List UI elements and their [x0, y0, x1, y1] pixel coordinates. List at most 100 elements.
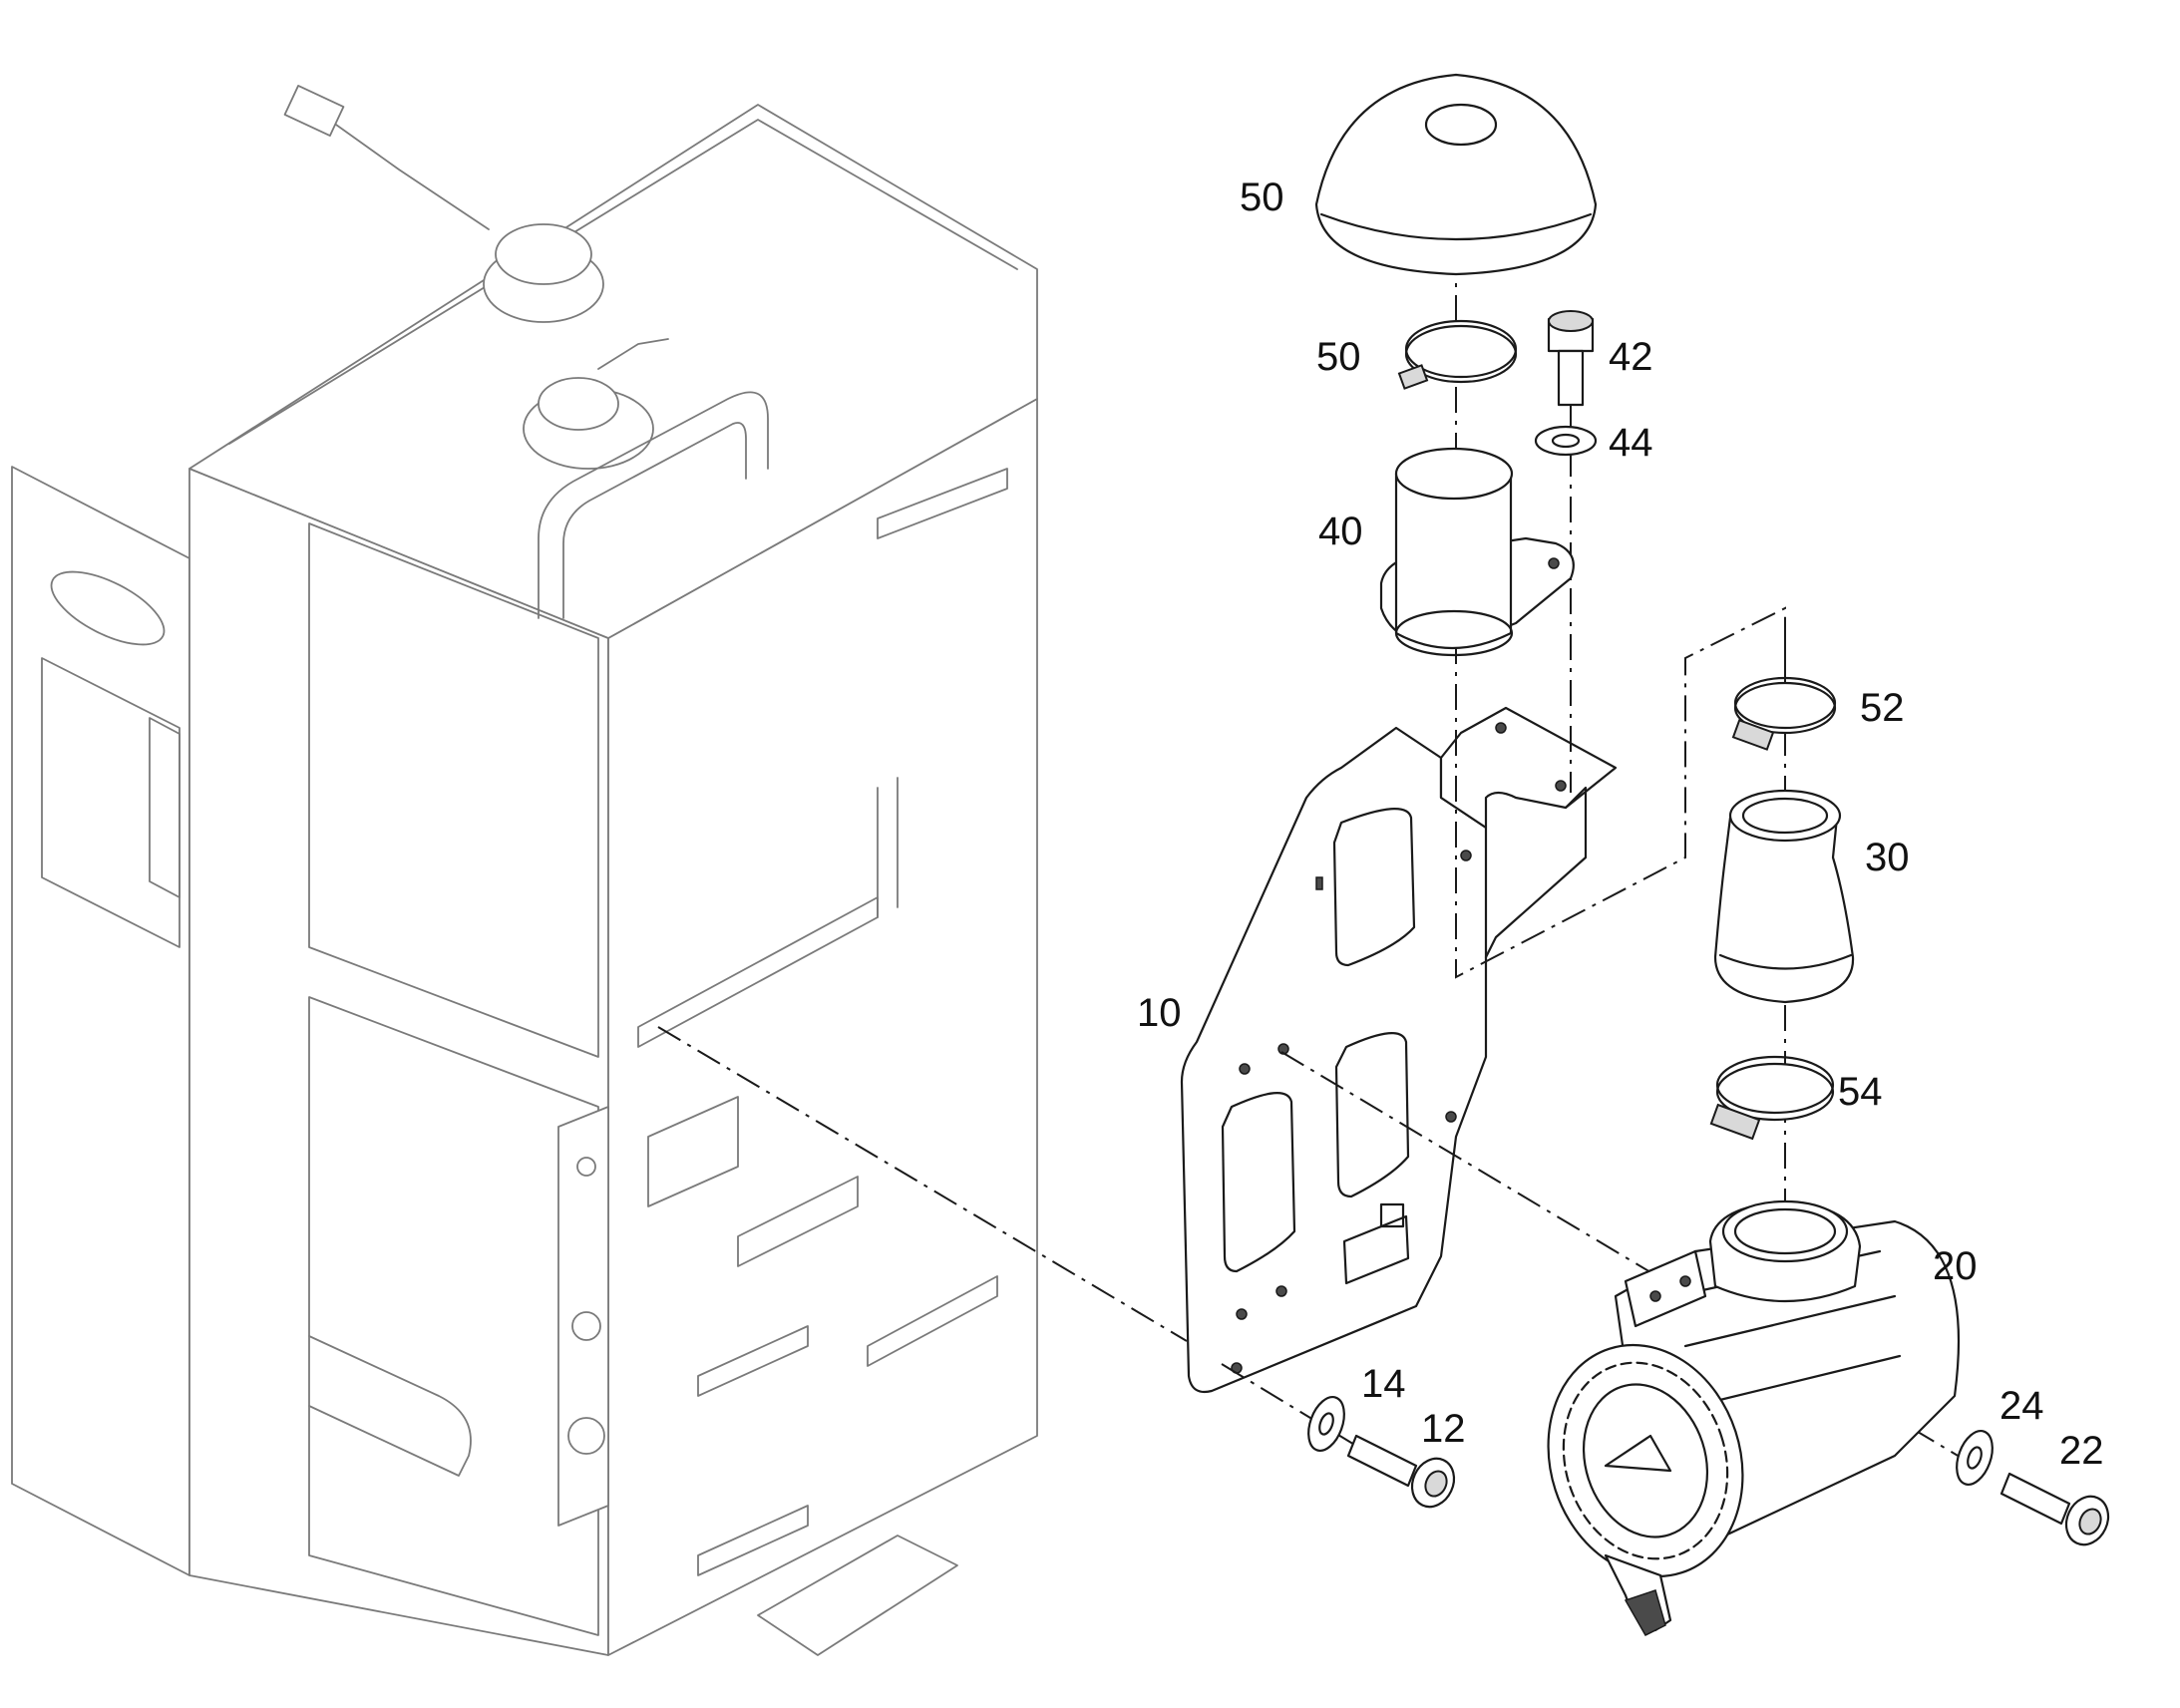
sender-unit-top	[495, 223, 592, 285]
rain-cap-body	[1314, 73, 1598, 276]
callout-air-filter: 20	[1933, 1244, 1978, 1288]
callout-washer-14: 14	[1361, 1362, 1406, 1406]
clamp-54-band-inner	[1715, 1055, 1835, 1115]
callout-mounting-plate: 10	[1137, 991, 1182, 1035]
bolt-12-shank	[1346, 1434, 1418, 1488]
bolt-12-socket	[1424, 1470, 1448, 1498]
axis-bracket-offset	[1455, 606, 1786, 979]
plate-window-upper-right	[1332, 808, 1416, 967]
plate-bracket-tab	[1439, 706, 1618, 830]
filter-arrow-symbol	[1604, 1434, 1672, 1473]
bolt-22-shank	[1999, 1472, 2071, 1526]
plate-window-middle-right	[1334, 1032, 1410, 1198]
callout-bolt-22: 22	[2059, 1429, 2104, 1473]
bolt-42-shank	[1557, 349, 1585, 407]
bolt-12	[1346, 1434, 1456, 1509]
washer-44	[1534, 425, 1598, 457]
tank-front-face	[188, 468, 609, 1656]
washer-24	[1956, 1430, 1994, 1486]
intake-pipe-bottom	[1394, 609, 1514, 657]
intake-pipe-40	[1379, 447, 1575, 657]
side-panel-oval-hole	[50, 570, 166, 646]
tank-bracket-block	[647, 1096, 739, 1207]
wire-connector	[283, 85, 345, 137]
intake-pipe-tube	[1394, 472, 1513, 650]
clamp-50-band-inner	[1404, 319, 1518, 379]
washer-44-inner	[1551, 433, 1581, 449]
clamp-50-screw	[1397, 364, 1429, 390]
callout-clamp-52: 52	[1860, 686, 1905, 730]
tank-side-loop	[308, 1335, 472, 1477]
plate-id-label-box	[1379, 1202, 1405, 1228]
hose-30-waist	[1718, 953, 1853, 970]
clamp-54-band	[1715, 1062, 1835, 1122]
clamp-52	[1731, 676, 1837, 751]
axis-plate-to-tank	[657, 1026, 1188, 1342]
tank-rail-lower3	[697, 1325, 809, 1397]
callout-bolt-12: 12	[1421, 1407, 1466, 1451]
washer-14	[1307, 1396, 1345, 1452]
tank-rail-upper	[877, 468, 1008, 539]
filler-key	[597, 338, 669, 370]
plate-slot	[1315, 876, 1323, 890]
flange-hole	[1548, 557, 1560, 569]
callout-washer-44: 44	[1609, 421, 1653, 465]
filter-dust-valve-rubber	[1624, 1589, 1666, 1636]
filler-cap	[538, 377, 619, 431]
washer-24-inner	[1967, 1446, 1983, 1470]
rain-cap-rim	[1319, 212, 1593, 241]
clamp-52-band-inner	[1733, 676, 1837, 730]
callout-rain-cap: 50	[1240, 175, 1284, 219]
bolt-42	[1547, 310, 1595, 407]
intake-pipe-top	[1394, 447, 1514, 501]
callout-intake-pipe: 40	[1318, 510, 1363, 553]
side-panel-window	[41, 657, 181, 948]
filter-inlet-inner	[1733, 1207, 1837, 1255]
tank-rail-lower4	[697, 1505, 809, 1576]
tank-rail-lower2	[867, 1275, 998, 1367]
clamp-54-screw	[1709, 1103, 1761, 1141]
filter-end-cap-pattern	[1562, 1361, 1729, 1560]
tank-rail-lower1	[737, 1176, 859, 1267]
washer-14-outer	[1307, 1396, 1345, 1452]
filter-mount-bracket	[1624, 1249, 1707, 1328]
clamp-50	[1397, 319, 1518, 390]
plate-hole-1	[1239, 1063, 1251, 1075]
bolt-42-head-top	[1548, 310, 1594, 332]
callout-clamp-54: 54	[1838, 1070, 1883, 1114]
filter-inlet-top	[1721, 1199, 1849, 1263]
washer-14-inner	[1318, 1412, 1334, 1436]
filter-mount-hole-1	[1649, 1290, 1661, 1302]
plate-hole-4	[1275, 1285, 1287, 1297]
clamp-54	[1709, 1055, 1835, 1141]
bracket-hole-3	[1460, 850, 1472, 861]
tank-front-lower	[308, 996, 599, 1636]
washer-44-outer	[1534, 425, 1598, 457]
plate-id-label	[1342, 1214, 1410, 1285]
tank-foot	[757, 1535, 958, 1656]
clamp-52-screw	[1731, 719, 1775, 751]
filter-mount-hole-2	[1679, 1275, 1691, 1287]
mounting-plate-outline	[1180, 726, 1488, 1394]
tank-handle	[538, 391, 769, 619]
plate-window-left	[1221, 1092, 1296, 1273]
tank-plate-hole-2	[571, 1311, 601, 1341]
tank-assembly	[11, 85, 1038, 1656]
callout-hose-30: 30	[1865, 836, 1910, 879]
side-panel-slot	[149, 717, 181, 898]
air-filter-20	[1547, 1199, 1961, 1636]
tank-front-inner	[308, 522, 599, 1058]
bolt-22	[1999, 1472, 2110, 1546]
tank-top-ridge	[228, 119, 1018, 445]
hose-30-body	[1713, 816, 1855, 1004]
tank-handle-inner	[562, 422, 747, 619]
tank-strap-vertical	[877, 777, 899, 918]
sender-unit-wire	[328, 119, 490, 230]
tank-plate-hole-1	[576, 1157, 596, 1177]
callout-bolt-42: 42	[1609, 335, 1653, 379]
washer-24-outer	[1956, 1430, 1994, 1486]
bracket-hole-1	[1495, 722, 1507, 734]
rain-cap	[1314, 73, 1598, 276]
bolt-22-socket	[2078, 1508, 2102, 1536]
